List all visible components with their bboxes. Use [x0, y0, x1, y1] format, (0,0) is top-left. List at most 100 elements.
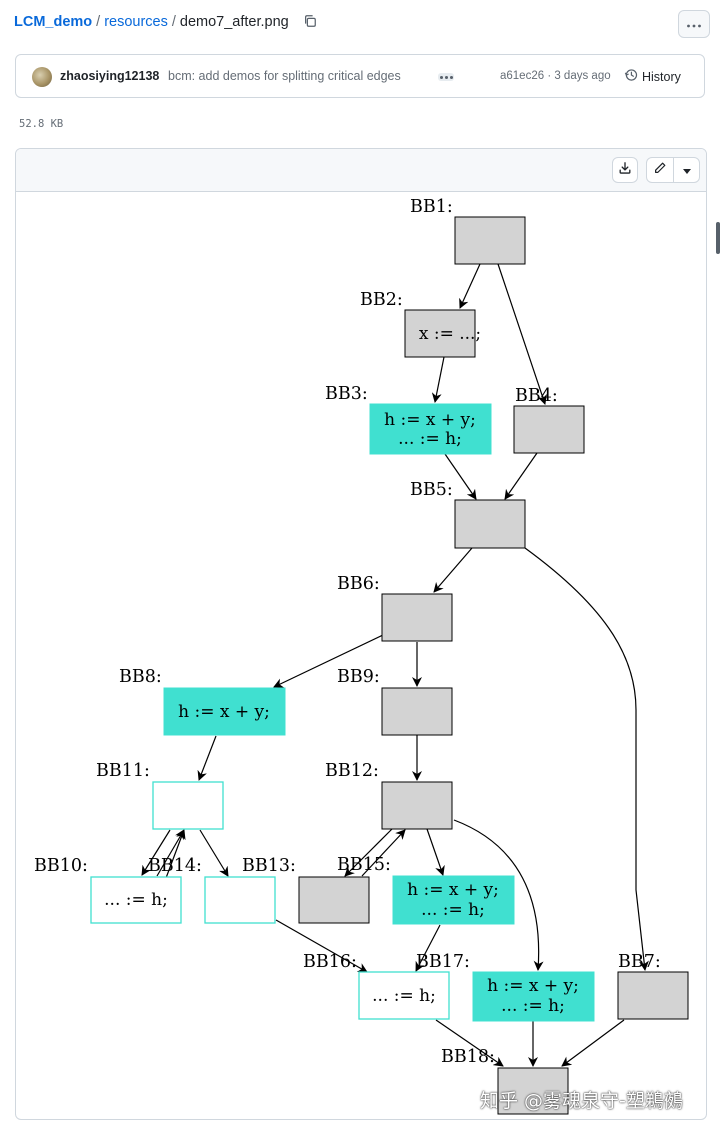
- bb16-code: ... := h;: [372, 986, 436, 1006]
- edge-bb8-bb11: [197, 735, 217, 781]
- bb10-code: ... := h;: [104, 890, 168, 910]
- node-bb3: [369, 403, 492, 455]
- edge-bb7-bb18: [561, 1019, 625, 1067]
- node-bb8: [163, 687, 286, 736]
- label-bb11: BB11:: [96, 761, 150, 781]
- label-bb10: BB10:: [34, 856, 88, 876]
- edge-bb12-bb13: [344, 828, 393, 877]
- label-bb6: BB6:: [337, 574, 380, 594]
- triangle-down-icon: [682, 161, 691, 179]
- breadcrumb-repo-link[interactable]: LCM_demo: [14, 14, 93, 30]
- node-bb18: [497, 1067, 569, 1115]
- label-bb16: BB16:: [303, 952, 357, 972]
- label-bb13: BB13:: [242, 856, 296, 876]
- latest-commit-bar: zhaosiying12138 bcm: add demos for split…: [15, 54, 705, 98]
- node-bb1: [454, 216, 526, 265]
- edit-options-dropdown[interactable]: [674, 158, 699, 182]
- commit-author-link[interactable]: zhaosiying12138: [60, 69, 160, 83]
- label-bb7: BB7:: [618, 952, 661, 972]
- graph-edges: [141, 263, 649, 1067]
- node-bb5: [454, 499, 526, 549]
- history-label: History: [642, 69, 681, 84]
- avatar[interactable]: [32, 67, 52, 87]
- bb17-code-line1: h := x + y;: [487, 976, 579, 996]
- edge-bb3-bb5: [444, 453, 477, 500]
- download-icon: [618, 161, 632, 180]
- label-bb14: BB14:: [148, 856, 202, 876]
- viewer-toolbar: [16, 149, 706, 192]
- node-bb17: [472, 971, 595, 1022]
- edge-bb1-bb4: [497, 263, 547, 405]
- expand-commit-message-button[interactable]: [438, 73, 454, 81]
- edge-bb1-bb2: [459, 263, 481, 309]
- node-bb10: [90, 876, 182, 924]
- graph-labels: BB1: BB2: BB3: BB4: BB5: BB6: BB8: BB9: …: [34, 197, 661, 1067]
- node-bb2: [404, 309, 476, 358]
- label-bb9: BB9:: [337, 667, 380, 687]
- node-bb6: [381, 593, 453, 642]
- node-bb15: [392, 875, 515, 925]
- edge-bb12-bb15: [426, 828, 445, 876]
- node-bb16: [358, 971, 450, 1020]
- commit-sha-time[interactable]: a61ec26 · 3 days ago: [500, 70, 611, 82]
- breadcrumb-separator: /: [96, 14, 101, 30]
- page-scrollbar[interactable]: [716, 222, 720, 254]
- node-bb12: [381, 781, 453, 830]
- breadcrumb-file-name: demo7_after.png: [179, 14, 289, 30]
- edge-bb5-bb7: [524, 547, 649, 971]
- bb3-code-line1: h := x + y;: [384, 410, 476, 430]
- watermark-text: 知乎 @雾魂泉守-塑鵜鵺: [480, 1090, 683, 1112]
- commit-message-link[interactable]: bcm: add demos for splitting critical ed…: [168, 69, 401, 83]
- label-bb18: BB18:: [441, 1047, 495, 1067]
- node-bb4: [513, 405, 585, 454]
- label-bb3: BB3:: [325, 384, 368, 404]
- edge-bb14-bb16: [275, 919, 368, 973]
- label-bb5: BB5:: [410, 480, 453, 500]
- label-bb15: BB15:: [337, 855, 391, 875]
- edge-bb5-bb6: [433, 547, 473, 593]
- bb15-code-line2: ... := h;: [421, 900, 485, 920]
- edge-bb2-bb3: [431, 356, 445, 403]
- bb2-code: x := ...;: [419, 324, 481, 344]
- bb8-code: h := x + y;: [178, 702, 270, 722]
- bb17-code-line2: ... := h;: [501, 996, 565, 1016]
- image-viewer: [15, 148, 707, 1120]
- history-button[interactable]: History: [624, 68, 681, 85]
- node-bb13: [298, 876, 370, 924]
- edge-bb16-bb18: [435, 1019, 504, 1067]
- label-bb2: BB2:: [360, 290, 403, 310]
- graph-nodes: x := ...; h := x + y; ... := h; h := x +…: [90, 216, 689, 1115]
- node-bb7: [617, 971, 689, 1020]
- edge-bb11-bb14: [199, 829, 229, 877]
- breadcrumb: LCM_demo/resources/demo7_after.png: [14, 14, 317, 32]
- download-raw-button[interactable]: [612, 157, 638, 183]
- breadcrumb-separator: /: [171, 14, 176, 30]
- label-bb4: BB4:: [515, 386, 558, 406]
- edit-file-button-group: [646, 157, 700, 183]
- bb3-code-line2: ... := h;: [398, 429, 462, 449]
- edge-bb14-bb11: [165, 829, 186, 879]
- history-icon: [624, 68, 638, 85]
- copy-path-icon[interactable]: [303, 14, 317, 32]
- pencil-icon: [653, 161, 667, 180]
- node-bb11: [152, 781, 224, 830]
- edge-bb12-bb17: [453, 819, 544, 971]
- edge-bb4-bb5: [504, 452, 538, 500]
- kebab-horizontal-icon: [686, 15, 702, 33]
- label-bb8: BB8:: [119, 667, 162, 687]
- top-bar: LCM_demo/resources/demo7_after.png: [14, 10, 710, 38]
- label-bb17: BB17:: [416, 952, 470, 972]
- node-bb9: [381, 687, 453, 736]
- edge-bb11-bb10: [141, 829, 171, 876]
- edit-file-button[interactable]: [647, 158, 675, 182]
- node-bb14: [204, 876, 276, 924]
- file-size: 52.8 KB: [19, 118, 64, 130]
- label-bb1: BB1:: [410, 197, 453, 217]
- more-options-button[interactable]: [678, 10, 710, 38]
- edge-bb6-bb8: [273, 634, 384, 688]
- breadcrumb-folder-link[interactable]: resources: [104, 14, 168, 30]
- bb15-code-line1: h := x + y;: [407, 880, 499, 900]
- label-bb12: BB12:: [325, 761, 379, 781]
- edge-bb13-bb12: [361, 829, 406, 877]
